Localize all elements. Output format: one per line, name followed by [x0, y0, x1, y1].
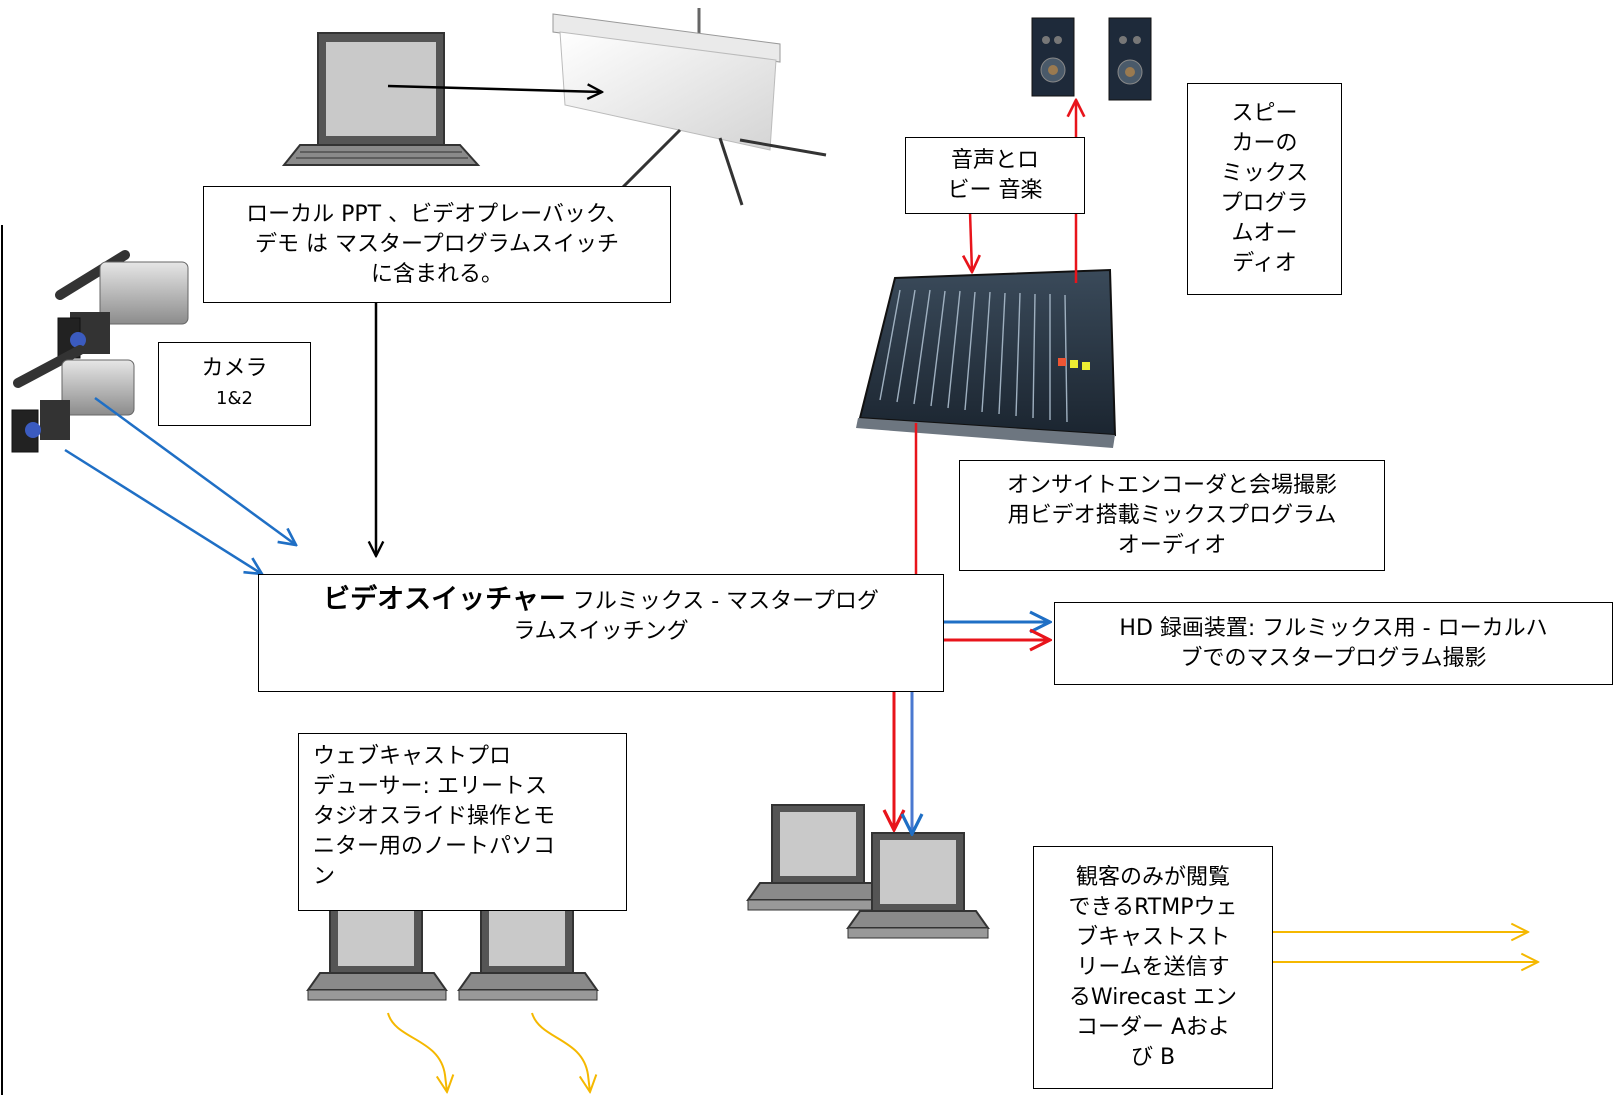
speaker-mix-line-2: カーの — [1231, 131, 1298, 156]
camera-label-title: カメラ — [201, 356, 268, 381]
video-switcher-line-1: ビデオスイッチャー フルミックス - マスタープログ — [323, 585, 879, 617]
producer2-output-arrow — [531, 1012, 590, 1092]
speaker-mix-line-4: プログラ — [1220, 191, 1309, 216]
webcast-producer-line-1: ウェブキャストプロ — [313, 744, 512, 769]
camera1-to-switcher-arrow — [94, 396, 296, 545]
speaker-mix-line-1: スピー — [1231, 101, 1298, 126]
camera-label-sub: 1&2 — [216, 388, 253, 409]
presenter-laptop-icon — [281, 32, 481, 166]
rtmp-encoder-line-7: び B — [1130, 1044, 1176, 1070]
video-switcher-desc-1: フルミックス - マスタープログ — [565, 589, 879, 614]
audio-to-mixer-arrow — [970, 211, 972, 272]
rtmp-encoder-note: 観客のみが閲覧 できるRTMPウェ ブキャストスト リームを送信す るWirec… — [1033, 846, 1273, 1089]
rtmp-encoder-line-5: るWirecast エン — [1068, 984, 1238, 1010]
local-ppt-line-2: デモ は マスタープログラムスイッチ — [254, 231, 619, 257]
local-ppt-line-3: に含まれる。 — [370, 261, 503, 287]
speakers-icon — [1031, 17, 1152, 101]
webcast-producer-line-2: デューサー: エリートス — [313, 774, 547, 799]
speaker-mix-line-3: ミックス — [1220, 161, 1309, 186]
onsite-encoder-line-3: オーディオ — [1117, 532, 1227, 558]
onsite-encoder-note: オンサイトエンコーダと会場撮影 用ビデオ搭載ミックスプログラム オーディオ — [959, 460, 1385, 571]
hd-recorder-box: HD 録画装置: フルミックス用 - ローカルハ ブでのマスタープログラム撮影 — [1054, 602, 1613, 685]
producer1-output-arrow — [387, 1012, 447, 1092]
encoder-laptop-a-icon — [746, 804, 890, 911]
webcast-producer-note: ウェブキャストプロ デューサー: エリートス タジオスライド操作とモ ニター用の… — [298, 733, 627, 911]
hd-recorder-line-2: ブでのマスタープログラム撮影 — [1180, 645, 1487, 671]
speaker-mix-line-6: ディオ — [1232, 251, 1297, 276]
rtmp-encoder-line-1: 観客のみが閲覧 — [1075, 864, 1230, 890]
video-switcher-title: ビデオスイッチャー — [323, 584, 566, 615]
rtmp-encoder-line-3: ブキャストスト — [1075, 924, 1230, 950]
audio-music-note: 音声とロ ビー 音楽 — [905, 137, 1085, 214]
audio-music-line-1: 音声とロ — [950, 147, 1039, 173]
rtmp-encoder-line-6: コーダー Aおよ — [1075, 1014, 1231, 1040]
webcast-producer-line-5: ン — [313, 864, 336, 889]
webcast-producer-line-3: タジオスライド操作とモ — [313, 804, 556, 829]
encoder-laptop-b-icon — [846, 832, 990, 939]
camera-2-icon — [11, 345, 135, 453]
audio-mixer-icon — [856, 268, 1117, 448]
hd-recorder-line-1: HD 録画装置: フルミックス用 - ローカルハ — [1119, 615, 1548, 641]
local-ppt-note: ローカル PPT 、ビデオプレーバック、 デモ は マスタープログラムスイッチ … — [203, 186, 671, 303]
video-switcher-box: ビデオスイッチャー フルミックス - マスタープログ ラムスイッチング — [258, 574, 944, 692]
speaker-mix-note: スピー カーの ミックス プログラ ムオー ディオ — [1187, 83, 1342, 295]
speaker-mix-line-5: ムオー — [1231, 221, 1298, 246]
webcast-producer-line-4: ニター用のノートパソコ — [313, 834, 556, 859]
camera2-to-switcher-arrow — [64, 448, 262, 574]
audio-music-line-2: ビー 音楽 — [947, 177, 1043, 203]
rtmp-encoder-line-2: できるRTMPウェ — [1068, 894, 1238, 920]
camera-label: カメラ 1&2 — [158, 342, 311, 426]
onsite-encoder-line-2: 用ビデオ搭載ミックスプログラム — [1007, 502, 1337, 528]
local-ppt-line-1: ローカル PPT 、ビデオプレーバック、 — [246, 201, 628, 227]
projector-screen-icon — [552, 8, 827, 206]
video-switcher-desc-2: ラムスイッチング — [513, 619, 689, 644]
laptop-to-screen-arrow — [387, 86, 602, 92]
rtmp-encoder-line-4: リームを送信す — [1076, 954, 1230, 980]
onsite-encoder-line-1: オンサイトエンコーダと会場撮影 — [1006, 472, 1337, 498]
